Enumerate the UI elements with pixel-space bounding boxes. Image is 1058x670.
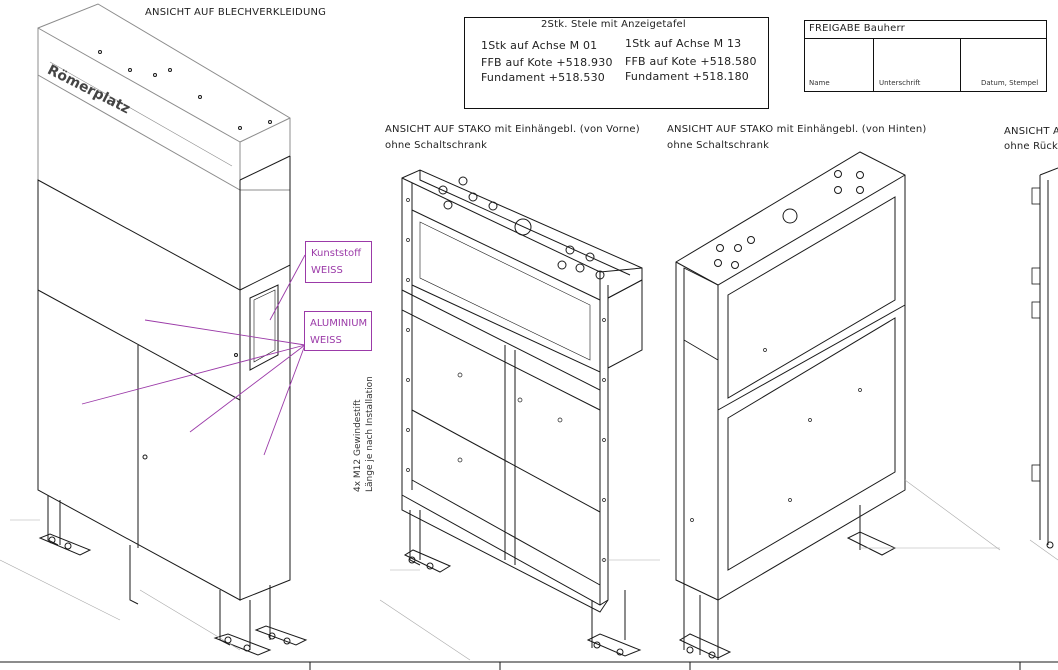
aluminium-callout-color: WEISS bbox=[310, 335, 342, 346]
plastic-callout: Kunststoff WEISS bbox=[305, 241, 372, 283]
partial-view bbox=[1029, 167, 1058, 561]
spec-box-title: 2Stk. Stele mit Anzeigetafel bbox=[541, 19, 686, 30]
partial-view-subtitle: ohne Rück bbox=[1004, 141, 1058, 152]
back-frame-view bbox=[675, 151, 1001, 660]
approval-title: FREIGABE Bauherr bbox=[809, 23, 905, 34]
approval-name-label: Name bbox=[809, 79, 830, 87]
partial-view-title: ANSICHT A bbox=[1004, 126, 1058, 137]
cladding-view bbox=[0, 3, 308, 656]
approval-date-label: Datum, Stempel bbox=[981, 79, 1039, 87]
spec-right-foundation: Fundament +518.180 bbox=[625, 70, 749, 83]
sheet-metal-view-title: ANSICHT AUF BLECHVERKLEIDUNG bbox=[145, 7, 327, 18]
approval-signature-label: Unterschrift bbox=[879, 79, 921, 87]
callout-leaders bbox=[81, 254, 306, 456]
spec-right-ffb: FFB auf Kote +518.580 bbox=[625, 55, 757, 68]
thread-rod-note-line1: 4x M12 Gewindestift bbox=[353, 399, 363, 492]
spec-box: 2Stk. Stele mit Anzeigetafel 1Stk auf Ac… bbox=[464, 17, 769, 109]
thread-rod-note: 4x M12 Gewindestift Länge je nach Instal… bbox=[352, 376, 376, 492]
thread-rod-note-line2: Länge je nach Installation bbox=[365, 376, 375, 492]
spec-left-ffb: FFB auf Kote +518.930 bbox=[481, 56, 613, 69]
spec-left-axis: 1Stk auf Achse M 01 bbox=[481, 39, 598, 52]
spec-right-axis: 1Stk auf Achse M 13 bbox=[625, 37, 742, 50]
front-frame-view bbox=[379, 169, 660, 661]
back-view-title: ANSICHT AUF STAKO mit Einhängebl. (von H… bbox=[667, 124, 927, 135]
aluminium-callout-material: ALUMINIUM bbox=[310, 318, 368, 329]
approval-box: FREIGABE Bauherr Name Unterschrift Datum… bbox=[804, 20, 1047, 92]
front-view-subtitle: ohne Schaltschrank bbox=[385, 140, 488, 151]
aluminium-callout: ALUMINIUM WEISS bbox=[304, 311, 372, 351]
plastic-callout-color: WEISS bbox=[311, 265, 343, 276]
front-view-title: ANSICHT AUF STAKO mit Einhängebl. (von V… bbox=[385, 124, 640, 135]
back-view-subtitle: ohne Schaltschrank bbox=[667, 140, 770, 151]
plastic-callout-material: Kunststoff bbox=[311, 248, 362, 259]
spec-left-foundation: Fundament +518.530 bbox=[481, 71, 605, 84]
